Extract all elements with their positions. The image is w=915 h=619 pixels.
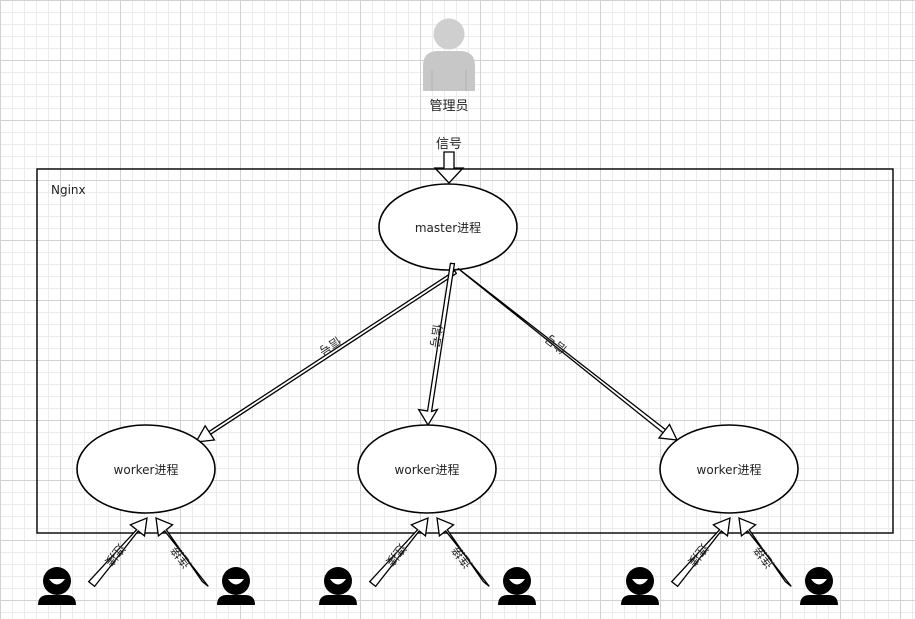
connection-arrow-1a [87,516,148,588]
client-user-icon [800,567,838,605]
master-signal-label-2: 信号 [427,323,445,349]
nginx-container [36,168,894,534]
worker-process-node-3: worker进程 [659,424,799,514]
admin-signal-arrow [433,151,465,184]
admin-label: 管理员 [429,99,468,114]
nginx-label: Nginx [51,183,86,197]
connection-arrow-2a [368,516,429,588]
client-user-icon [217,567,255,605]
client-user-icon [319,567,357,605]
master-signal-label-1: 信号 [316,334,344,359]
worker-process-node-1: worker进程 [76,424,216,514]
connection-arrow-3a [670,516,731,588]
master-process-node: master进程 [378,183,518,271]
connection-label-3b: 连接 [750,543,777,571]
client-user-icon [38,567,76,605]
connection-arrow-2b [436,516,490,587]
master-signal-arrow-1 [194,269,458,443]
master-signal-arrow-2 [417,262,456,427]
worker-label-3: worker进程 [697,462,762,477]
connection-label-2b: 连接 [448,543,475,571]
admin-signal-label: 信号 [436,137,462,152]
worker-process-node-2: worker进程 [357,424,497,514]
worker-label-2: worker进程 [395,462,460,477]
connection-arrow-1b [155,516,209,587]
worker-label-1: worker进程 [114,462,179,477]
admin-user-icon [423,18,475,91]
connection-label-1b: 连接 [167,543,194,571]
master-signal-arrow-3 [457,267,679,441]
connection-arrow-3b [738,516,792,587]
client-user-icon [498,567,536,605]
master-process-label: master进程 [415,220,481,235]
client-user-icon [621,567,659,605]
